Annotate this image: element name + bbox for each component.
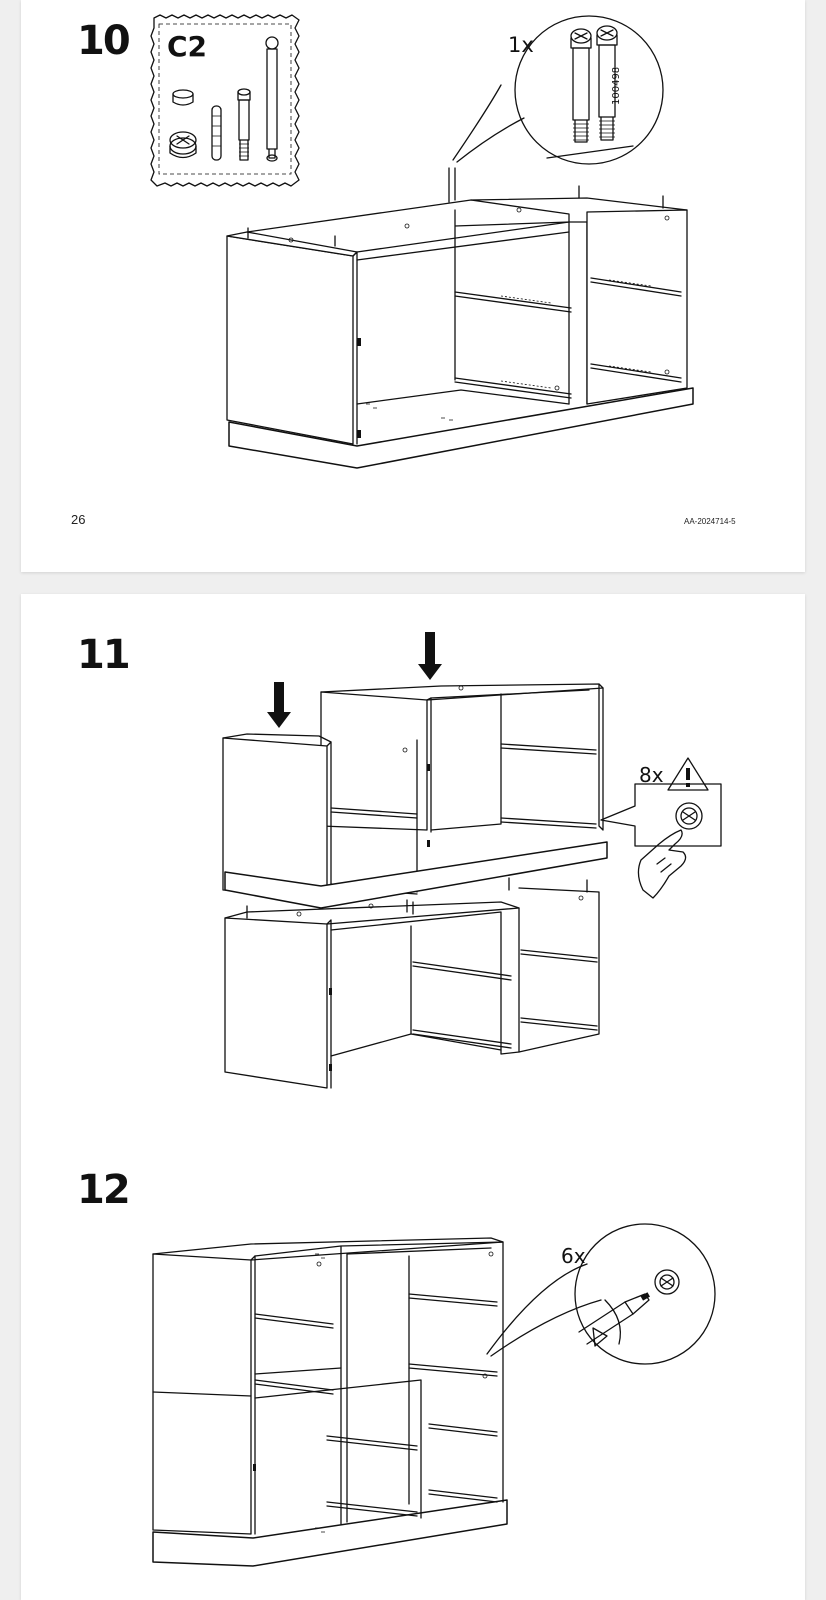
- short-bolt-part-icon: [237, 88, 251, 161]
- screwdriver-icon: [578, 1292, 650, 1345]
- manual-page-26: 10: [21, 0, 805, 572]
- parts-box: [150, 14, 300, 187]
- callout-quantity-6x: 6x: [561, 1244, 586, 1268]
- part-code: 100498: [611, 66, 622, 105]
- step-number-11: 11: [77, 632, 131, 678]
- dowel-part-icon: [211, 105, 222, 161]
- rotate-arrow-icon: [592, 1299, 622, 1347]
- pointing-hand-icon: [637, 829, 687, 899]
- steps-11-12-illustration: [152, 632, 722, 1567]
- push-arrow-icon: [267, 632, 442, 728]
- cap-part-icon: [172, 89, 194, 106]
- step-10-illustration: [150, 14, 694, 469]
- long-bolt-part-icon: [265, 36, 279, 162]
- step-11-drawing: [222, 632, 722, 1089]
- document-code: AA-2024714-5: [684, 517, 736, 526]
- manual-page-27: 11 12: [21, 594, 805, 1600]
- page-number: 26: [71, 512, 86, 527]
- step-number-12: 12: [77, 1167, 131, 1213]
- cam-lock-icon: [654, 1269, 680, 1295]
- zoom-callout: [452, 15, 664, 165]
- cam-lock-icon: [675, 802, 703, 830]
- callout-quantity-8x: 8x: [639, 763, 664, 787]
- callout-quantity: 1x: [508, 33, 534, 57]
- warning-icon: [667, 757, 709, 791]
- cam-lock-part-icon: [169, 131, 197, 159]
- parts-box-label: C2: [167, 30, 208, 63]
- step-number: 10: [77, 18, 131, 64]
- cabinet-drawing: [226, 167, 694, 469]
- step-12-drawing: [152, 1223, 716, 1567]
